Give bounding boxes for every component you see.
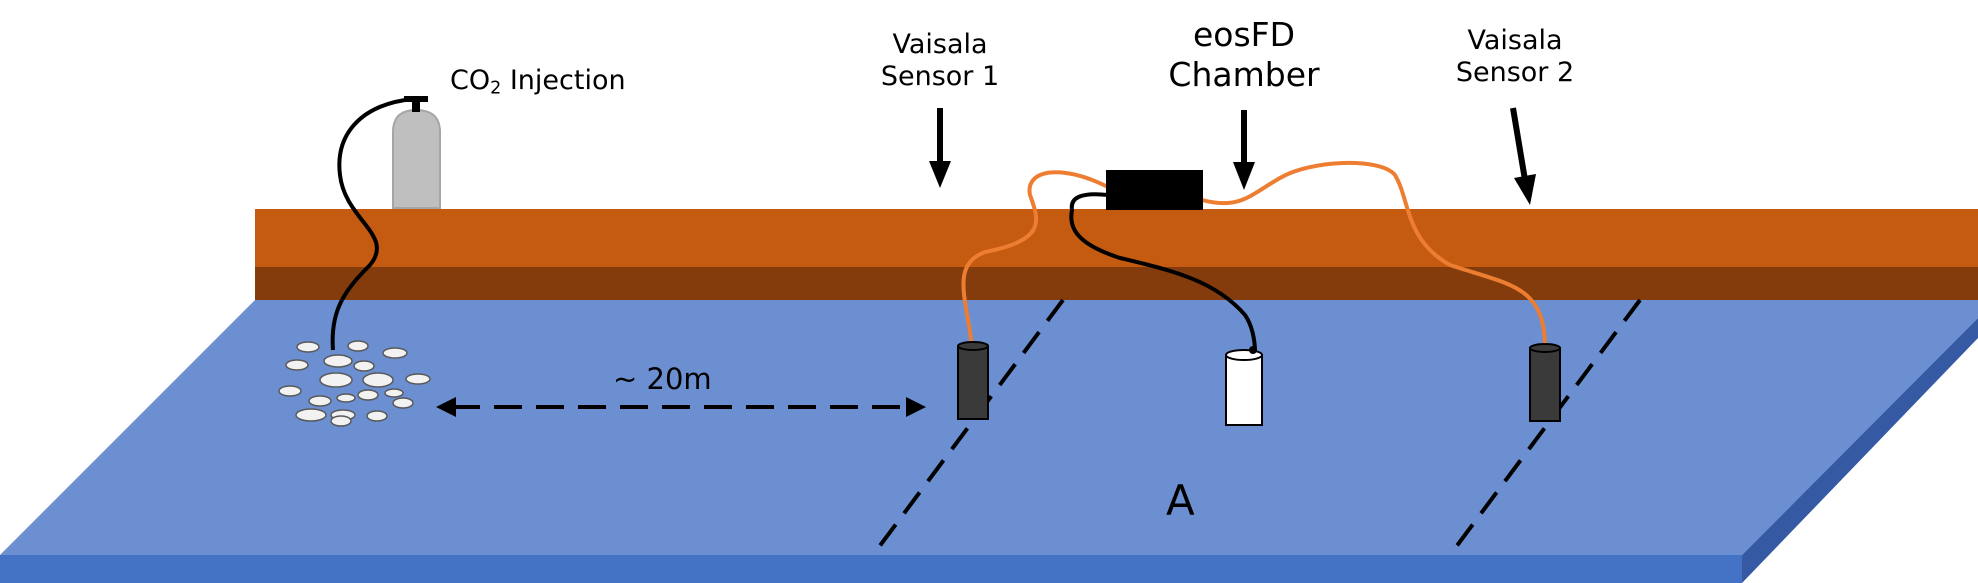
ground-side-edge [1742, 318, 1978, 583]
eosfd-chamber-label: eosFD Chamber [1164, 15, 1324, 94]
vaisala-sensor-2-label: Vaisala Sensor 2 [1445, 25, 1585, 90]
arrow-vaisala-2 [1510, 107, 1536, 205]
orange-cable-sensor1 [961, 170, 1109, 348]
co2-suffix: Injection [501, 65, 626, 96]
co2-subscript: 2 [490, 78, 502, 99]
eosfd-sensor-icon [1225, 346, 1263, 426]
injection-hose [330, 97, 413, 351]
vaisala1-line1: Vaisala [892, 29, 988, 60]
co2-cylinder-icon [392, 96, 441, 209]
eosfd-line2: Chamber [1168, 54, 1320, 94]
vaisala2-line1: Vaisala [1467, 25, 1563, 56]
arrow-vaisala-1 [929, 108, 951, 188]
vaisala-sensor-1-icon [957, 341, 989, 420]
orange-cable-sensor2 [1201, 161, 1547, 349]
co2-bubbles [278, 340, 431, 427]
vaisala1-line2: Sensor 1 [880, 61, 1000, 93]
distance-arrow [436, 397, 926, 417]
eosfd-chamber-box [1106, 170, 1203, 210]
black-cable-chamber [1069, 192, 1257, 353]
transect-line-2 [1448, 298, 1642, 557]
panel-label: A [1166, 476, 1195, 525]
co2-prefix: CO [450, 65, 491, 96]
vaisala-sensor-1-label: Vaisala Sensor 1 [870, 29, 1010, 94]
arrow-eosfd [1233, 110, 1255, 190]
soil-lower-layer [255, 267, 1978, 300]
vaisala-sensor-2-icon [1529, 343, 1561, 422]
ground-surface [0, 300, 1978, 555]
vaisala2-line2: Sensor 2 [1455, 57, 1575, 89]
ground-front-edge [0, 555, 1742, 583]
distance-label: ~ 20m [613, 362, 712, 396]
transect-line-1 [871, 298, 1065, 557]
eosfd-line1: eosFD [1192, 15, 1296, 54]
co2-injection-label: CO2 Injection [450, 65, 626, 99]
